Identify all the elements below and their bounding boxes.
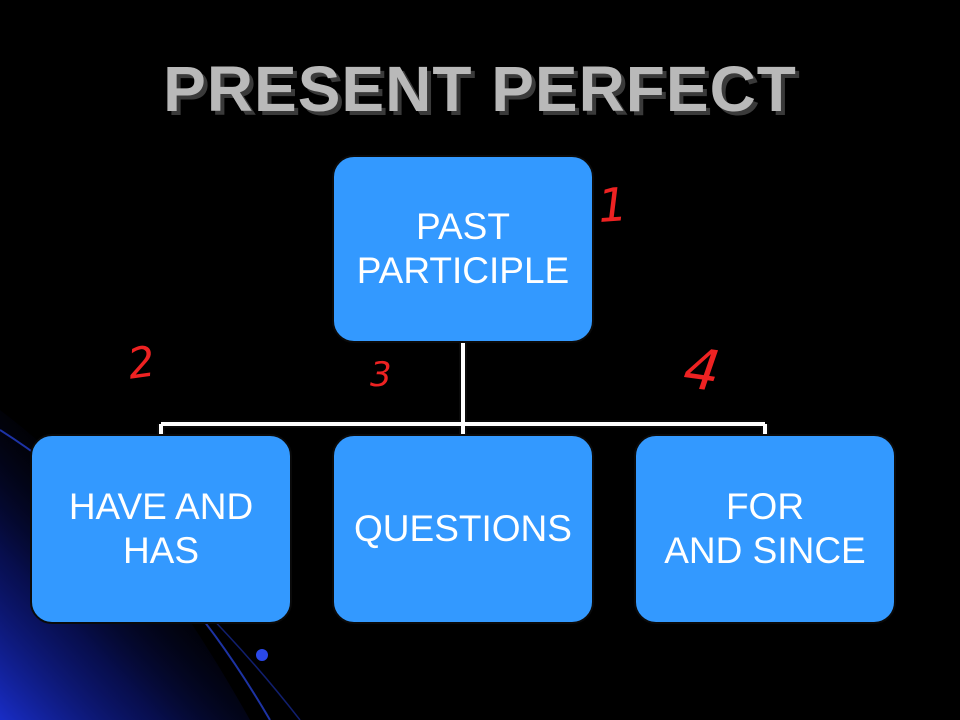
node-for-and-since: FOR AND SINCE <box>634 434 896 624</box>
node-past-participle: PAST PARTICIPLE <box>332 155 594 343</box>
background-dot <box>256 649 268 661</box>
handwritten-number-3: 3 <box>370 355 392 395</box>
node-questions: QUESTIONS <box>332 434 594 624</box>
handwritten-number-1: 1 <box>596 177 630 233</box>
node-have-and-has: HAVE AND HAS <box>30 434 292 624</box>
slide-title: PRESENT PERFECT <box>163 53 797 125</box>
